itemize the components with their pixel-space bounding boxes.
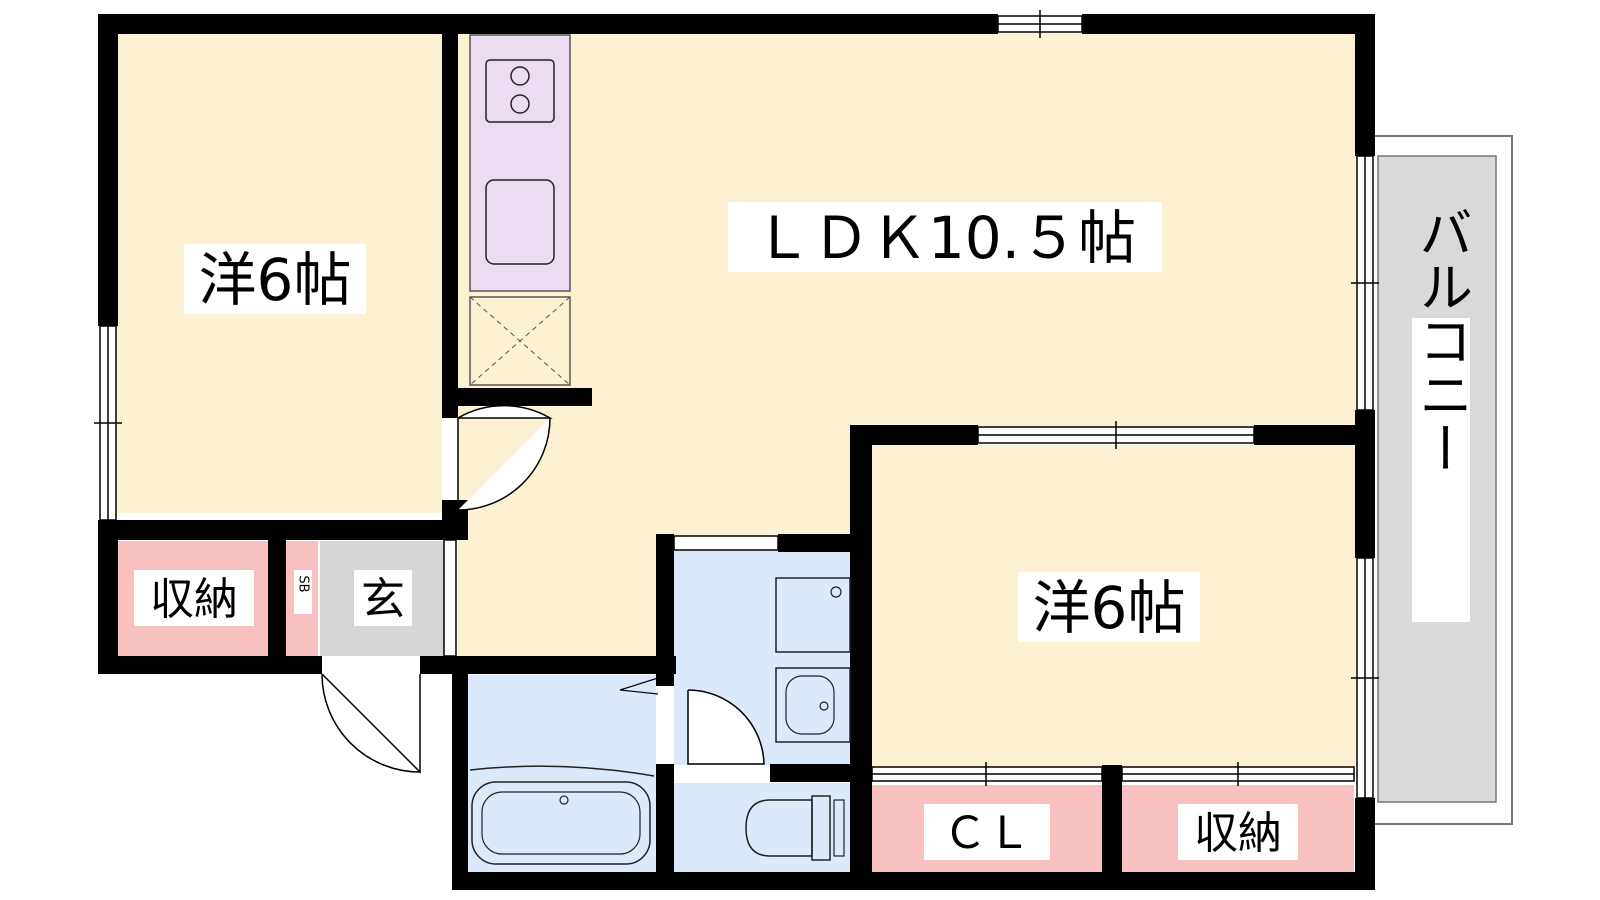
wall-left-upper: [98, 14, 118, 326]
label-western-room-right: 洋6帖: [1033, 574, 1186, 642]
window-balcony-lower: [1351, 557, 1379, 799]
label-bg-entrance: [354, 570, 412, 626]
label-bg-storage-left: [134, 570, 254, 626]
label-closet: ＣＬ: [943, 808, 1031, 859]
door-toilet: [687, 689, 765, 765]
wall-bedroom-right-left: [850, 425, 872, 890]
stove: [485, 59, 555, 123]
wall-bath-top: [452, 656, 676, 674]
bathtub-inner: [481, 791, 641, 855]
wall-bath-right-lower: [656, 764, 674, 890]
label-bg-western-room-left: [184, 244, 366, 314]
wash-basin-faucet: [819, 701, 829, 711]
bathtub-edge: [469, 765, 655, 777]
sliding-door-storage-right: [1121, 762, 1355, 786]
label-entrance: 玄: [361, 574, 405, 625]
label-storage-left: 収納: [150, 574, 238, 625]
wall-left-lower: [98, 520, 118, 674]
sliding-door-bedroom-right: [977, 421, 1255, 449]
wall-toilet-top-right: [770, 764, 852, 782]
label-shoe-box: SB: [296, 575, 311, 592]
kitchen-sink: [485, 179, 555, 265]
window-top: [997, 10, 1083, 38]
toilet-tank-inner: [833, 799, 845, 857]
wall-top-left: [98, 14, 998, 34]
window-left: [94, 325, 122, 521]
burner-1-icon: [510, 66, 530, 86]
sliding-door-closet: [871, 762, 1103, 786]
washing-machine-drain: [830, 586, 842, 598]
wall-bedroom-right-top-b: [1254, 425, 1375, 445]
label-bg-ldk: [728, 202, 1162, 272]
wall-bottom-left: [98, 656, 322, 674]
wall-bath-right-upper: [656, 534, 674, 686]
toilet-bowl: [745, 799, 813, 857]
wall-toilet-top: [656, 764, 666, 782]
washing-machine-space: [775, 577, 851, 653]
wall-storage-divider: [268, 540, 286, 656]
wall-right-upper: [1355, 14, 1375, 156]
fridge-space: [469, 296, 571, 386]
bathtub-drain: [559, 795, 569, 805]
label-bg-storage-right: [1178, 804, 1298, 860]
bathtub: [471, 781, 651, 865]
wall-bedroom-left-bottom: [98, 520, 468, 540]
burner-2-icon: [510, 94, 530, 114]
label-bg-shoe-box: [294, 570, 312, 614]
label-ldk: ＬＤＫ10.５帖: [754, 204, 1136, 272]
wash-basin: [775, 667, 851, 743]
door-bathroom: [619, 677, 659, 695]
sliding-door-washroom: [673, 535, 779, 551]
entrance-opening: [443, 539, 457, 657]
wall-top-right: [1082, 14, 1375, 34]
wall-kitchen-stub: [458, 388, 592, 406]
label-bg-western-room-right: [1018, 572, 1200, 642]
wall-closet-divider: [1102, 765, 1122, 890]
fridge-space-cross-b: [469, 296, 571, 386]
door-entrance: [321, 673, 421, 774]
label-storage-right: 収納: [1194, 808, 1282, 859]
bathroom-floor: [468, 675, 656, 873]
wall-bedroom-right-top-a: [850, 425, 978, 445]
wall-wash-top-right: [778, 534, 872, 552]
wall-bath-left: [452, 656, 468, 890]
window-balcony-upper: [1351, 155, 1379, 411]
label-balcony: バルコニー: [1410, 205, 1473, 475]
kitchen-counter: [469, 34, 571, 292]
toilet-floor: [674, 783, 850, 873]
wall-right-middle: [1355, 410, 1375, 558]
label-bg-closet: [924, 804, 1050, 860]
label-bg-balcony: [1412, 318, 1470, 622]
wall-partition-vertical: [442, 14, 458, 418]
wall-bottom: [452, 872, 1375, 890]
wash-basin-bowl: [785, 675, 835, 735]
wall-right-lower: [1355, 798, 1375, 890]
label-western-room-left: 洋6帖: [199, 246, 352, 314]
door-bedroom-left: [457, 404, 553, 511]
toilet-tank: [811, 795, 831, 861]
